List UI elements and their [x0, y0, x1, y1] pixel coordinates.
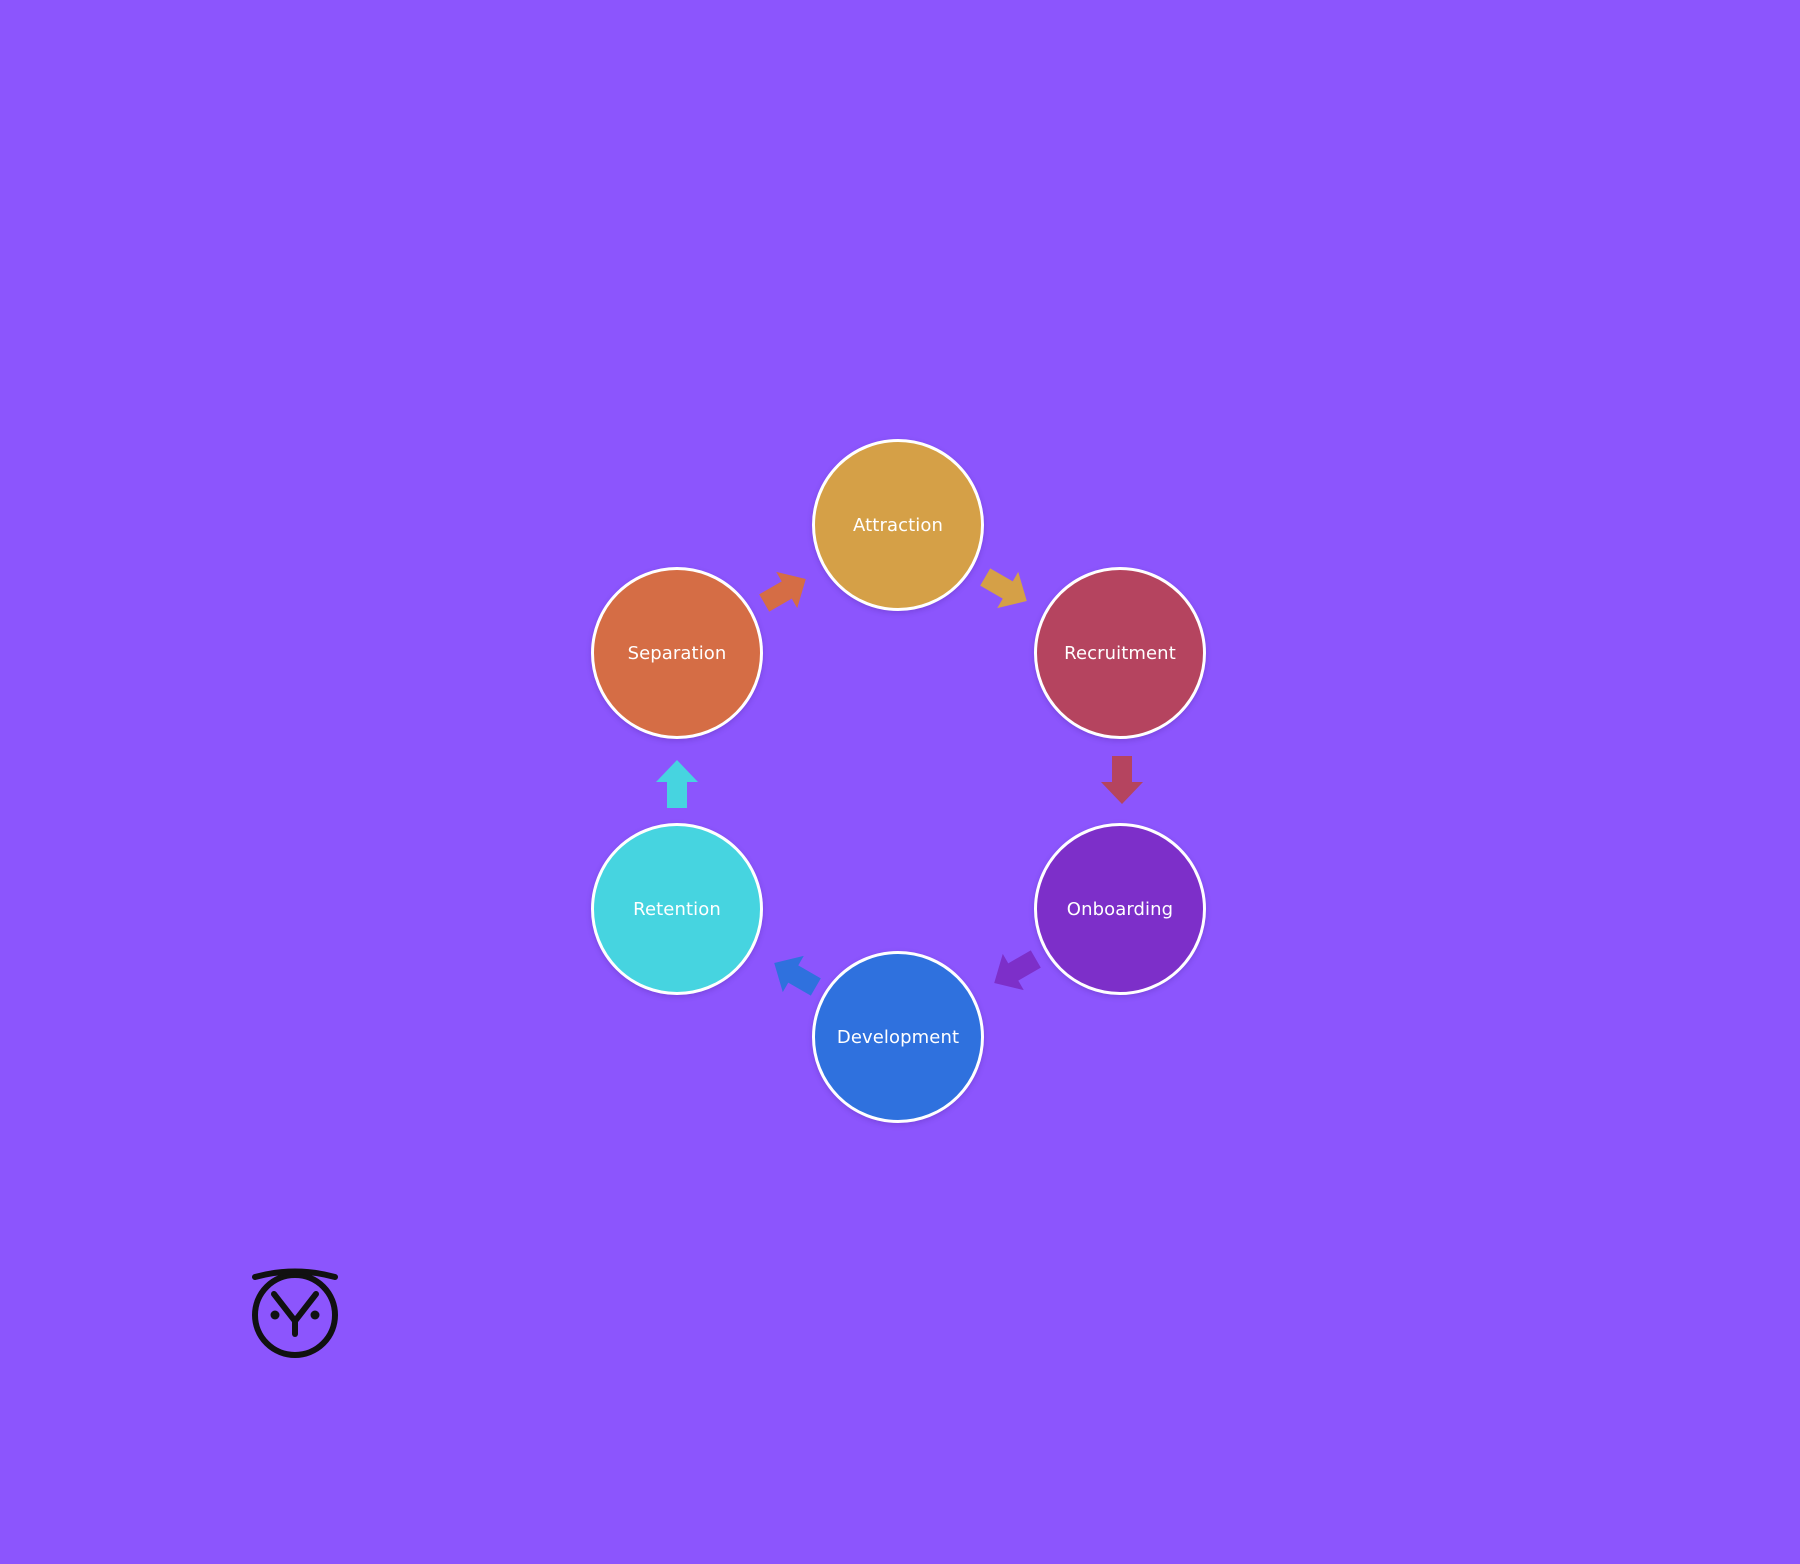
stage-label: Attraction: [853, 514, 943, 536]
arrow-onboarding-to-development: [994, 950, 1041, 991]
stage-label: Development: [836, 1026, 960, 1048]
arrow-development-to-retention: [774, 955, 821, 996]
arrow-retention-to-separation: [656, 760, 698, 808]
stage-onboarding: Onboarding: [1034, 823, 1206, 995]
stage-recruitment: Recruitment: [1034, 567, 1206, 739]
stage-label: Separation: [627, 642, 727, 664]
stage-retention: Retention: [591, 823, 763, 995]
arrow-separation-to-attraction: [759, 571, 806, 612]
arrow-attraction-to-recruitment: [980, 568, 1027, 609]
stage-label: Onboarding: [1066, 898, 1174, 920]
arrow-recruitment-to-onboarding: [1101, 756, 1143, 804]
stage-label: Recruitment: [1064, 642, 1176, 664]
owl-icon: [252, 1268, 338, 1358]
stage-attraction: Attraction: [812, 439, 984, 611]
stage-development: Development: [812, 951, 984, 1123]
stage-label: Retention: [633, 898, 721, 920]
stage-separation: Separation: [591, 567, 763, 739]
